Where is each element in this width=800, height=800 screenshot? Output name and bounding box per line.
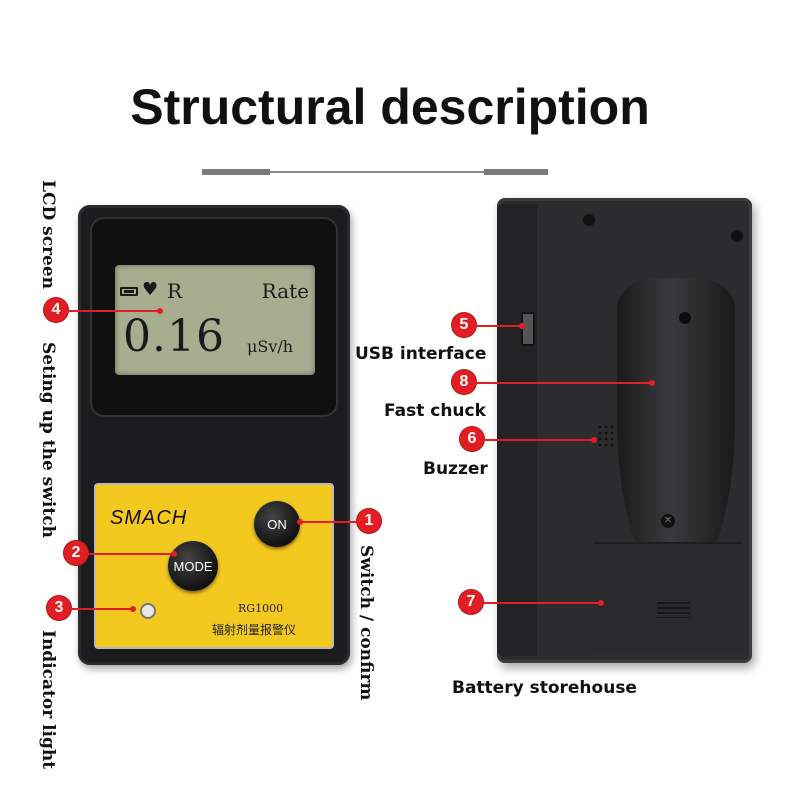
badge-7: 7: [459, 590, 483, 614]
lcd-mode-letter: R: [167, 279, 183, 303]
battery-cover-grip: [657, 602, 691, 618]
mode-button[interactable]: MODE: [168, 541, 218, 591]
title-divider-right-accent: [484, 169, 548, 175]
badge-1: 1: [357, 509, 381, 533]
label-buzzer: Buzzer: [423, 459, 488, 479]
badge-6: 6: [460, 427, 484, 451]
back-device: ✕: [497, 198, 752, 663]
badge-4: 4: [44, 298, 68, 322]
leader-line-4: [68, 308, 163, 314]
label-indicator-light: Indicator light: [38, 630, 58, 770]
leader-line-5: [476, 323, 525, 329]
model-label: RG1000: [238, 602, 284, 615]
control-panel: SMACH ON MODE RG1000 辐射剂量报警仪: [94, 483, 334, 649]
leader-line-3: [71, 606, 136, 612]
usb-port: [521, 312, 535, 346]
leader-line-8: [476, 380, 655, 386]
label-battery-storehouse: Battery storehouse: [452, 678, 637, 698]
clip-screw: [679, 312, 691, 324]
label-switch-confirm: Switch / confirm: [356, 545, 376, 701]
lcd-value: 0.16: [123, 311, 225, 362]
leader-line-6: [484, 437, 597, 443]
badge-8: 8: [452, 370, 476, 394]
screw-top-left: [583, 214, 595, 226]
leader-line-1: [297, 519, 357, 525]
screw-top-right: [731, 230, 743, 242]
leader-line-7: [483, 600, 604, 606]
on-button[interactable]: ON: [254, 501, 300, 547]
label-setting-switch: Seting up the switch: [38, 342, 58, 538]
battery-icon: [120, 287, 138, 296]
leader-line-2: [88, 551, 177, 557]
lcd-unit: μSv/h: [247, 337, 294, 356]
title-divider: [202, 171, 548, 173]
badge-2: 2: [64, 541, 88, 565]
indicator-light: [140, 603, 156, 619]
lcd-screen: ♥ R Rate 0.16 μSv/h: [115, 265, 315, 375]
label-lcd-screen: LCD screen: [38, 180, 58, 290]
front-device: ♥ R Rate 0.16 μSv/h SMACH ON MODE RG1000…: [78, 205, 350, 665]
title-divider-left-accent: [202, 169, 270, 175]
battery-cover: [593, 542, 743, 654]
fast-chuck-clip: [617, 278, 735, 578]
lcd-rate-label: Rate: [261, 279, 309, 303]
label-fast-chuck: Fast chuck: [384, 401, 486, 421]
badge-3: 3: [47, 596, 71, 620]
heart-icon: ♥: [142, 279, 159, 300]
page-title: Structural description: [130, 79, 650, 135]
badge-5: 5: [452, 313, 476, 337]
device-side-face: [497, 204, 537, 656]
brand-logo: SMACH: [110, 507, 188, 529]
label-usb-interface: USB interface: [355, 344, 487, 364]
lcd-bezel: ♥ R Rate 0.16 μSv/h: [90, 217, 338, 417]
buzzer-holes: [597, 424, 615, 448]
bottom-screw: ✕: [661, 514, 675, 528]
model-chinese-label: 辐射剂量报警仪: [212, 623, 297, 637]
